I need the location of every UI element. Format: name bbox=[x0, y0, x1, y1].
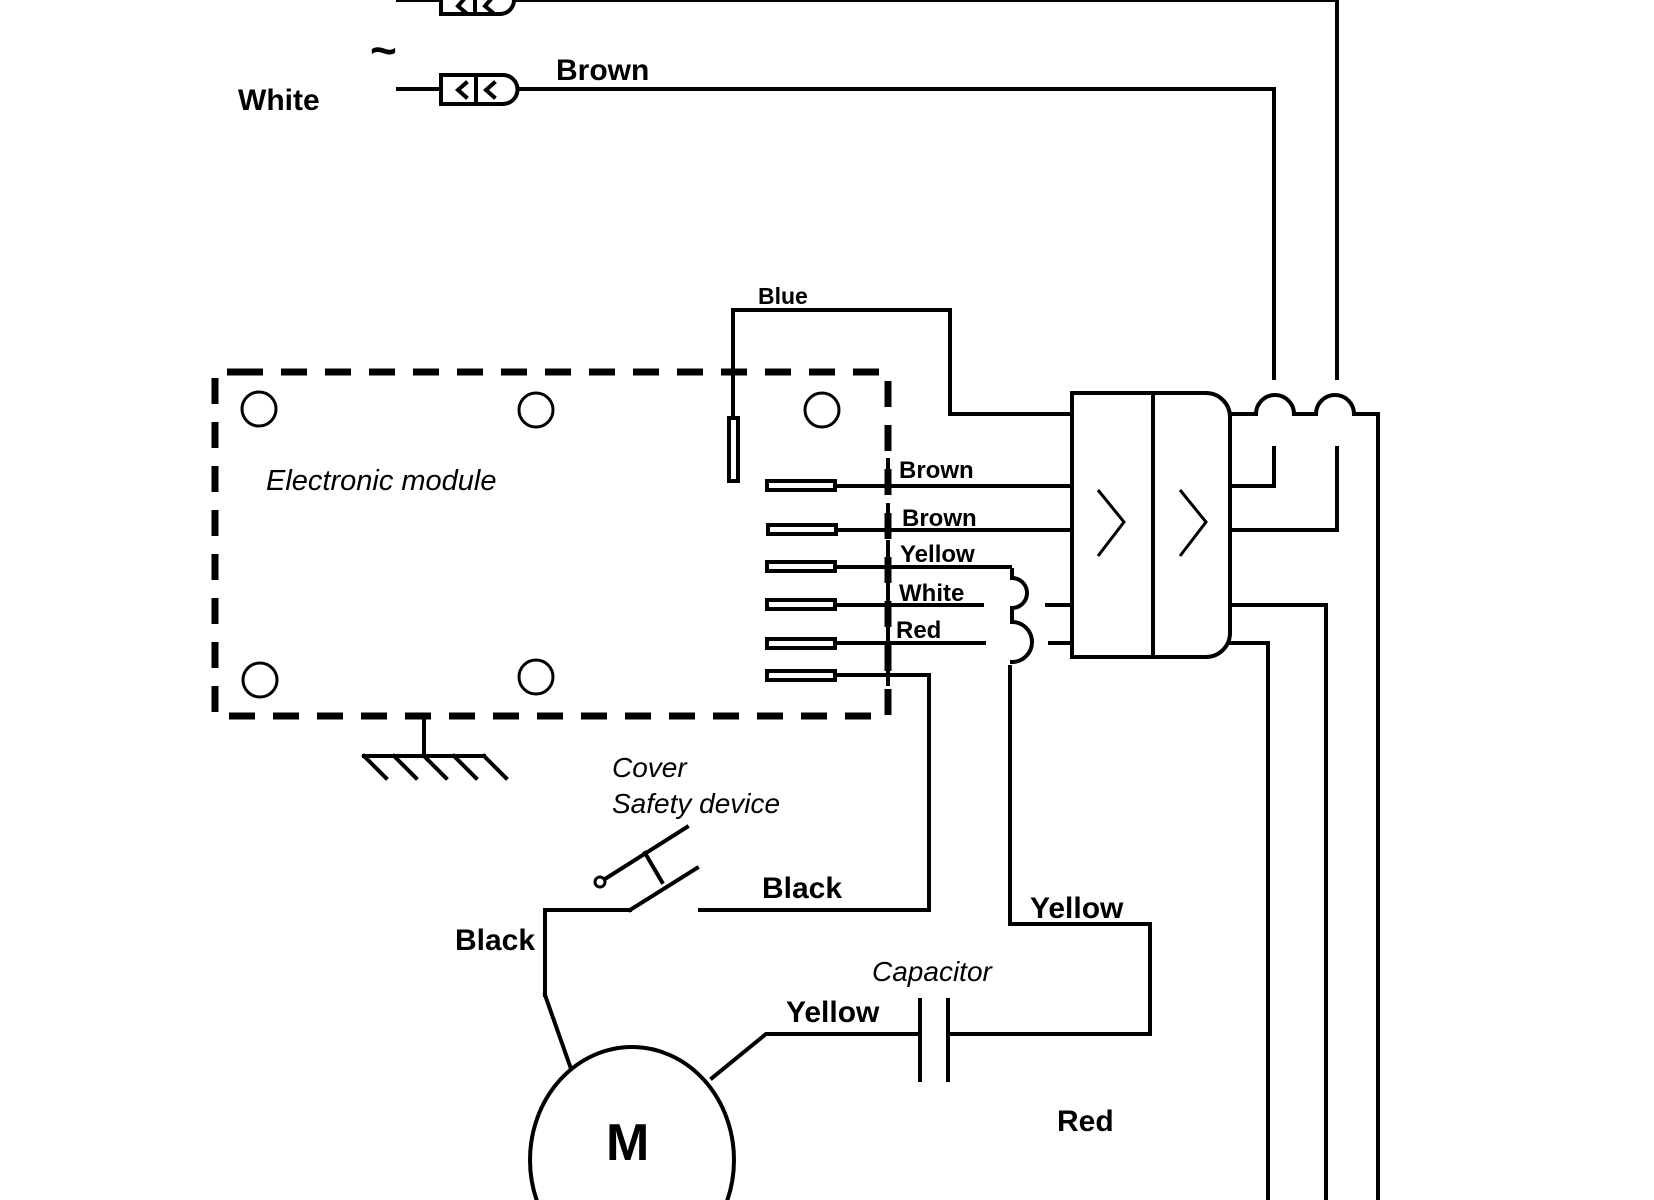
capacitor-icon bbox=[709, 998, 950, 1082]
safety-black-in-label: Black bbox=[455, 924, 535, 957]
mounting-hole bbox=[803, 391, 841, 429]
terminal-label-brown-2: Brown bbox=[902, 505, 977, 532]
capacitor-yellow-label: Yellow bbox=[786, 996, 880, 1029]
terminal-label-brown-1: Brown bbox=[899, 457, 974, 484]
motor-red-label: Red bbox=[1057, 1105, 1114, 1138]
safety-black-out-label: Black bbox=[762, 872, 842, 905]
terminal-blades bbox=[765, 479, 838, 682]
motor-icon bbox=[528, 992, 736, 1200]
mains-white-label: White bbox=[238, 84, 320, 117]
terminal-label-white: White bbox=[899, 580, 964, 607]
coil-crossovers bbox=[946, 568, 1152, 1036]
safety-switch bbox=[543, 824, 700, 997]
mains-plug-bottom bbox=[396, 73, 1276, 380]
mounting-hole bbox=[517, 391, 555, 429]
mounting-hole bbox=[240, 390, 278, 428]
capacitor-upper-yellow-label: Yellow bbox=[1030, 892, 1124, 925]
mounting-hole bbox=[241, 661, 279, 699]
ground-icon bbox=[361, 714, 509, 781]
mains-brown-label: Brown bbox=[556, 54, 649, 87]
electronic-module bbox=[211, 368, 892, 720]
terminal-wires bbox=[698, 484, 1074, 912]
blue-wire-label: Blue bbox=[758, 283, 808, 309]
capacitor-label: Capacitor bbox=[872, 956, 994, 987]
ac-symbol: ~ bbox=[370, 24, 397, 76]
terminal-label-yellow: Yellow bbox=[900, 541, 975, 568]
right-side-wiring bbox=[1228, 376, 1380, 1200]
safety-device-label-line2: Safety device bbox=[612, 788, 780, 819]
terminal-label-red: Red bbox=[896, 617, 941, 644]
mains-plug-top bbox=[396, 0, 1339, 380]
electronic-module-label: Electronic module bbox=[266, 465, 497, 497]
mounting-hole bbox=[517, 658, 555, 696]
safety-device-label-line1: Cover bbox=[612, 752, 688, 783]
blue-wire bbox=[727, 308, 1074, 483]
switch-block bbox=[1070, 391, 1232, 659]
motor-label: M bbox=[606, 1114, 649, 1172]
